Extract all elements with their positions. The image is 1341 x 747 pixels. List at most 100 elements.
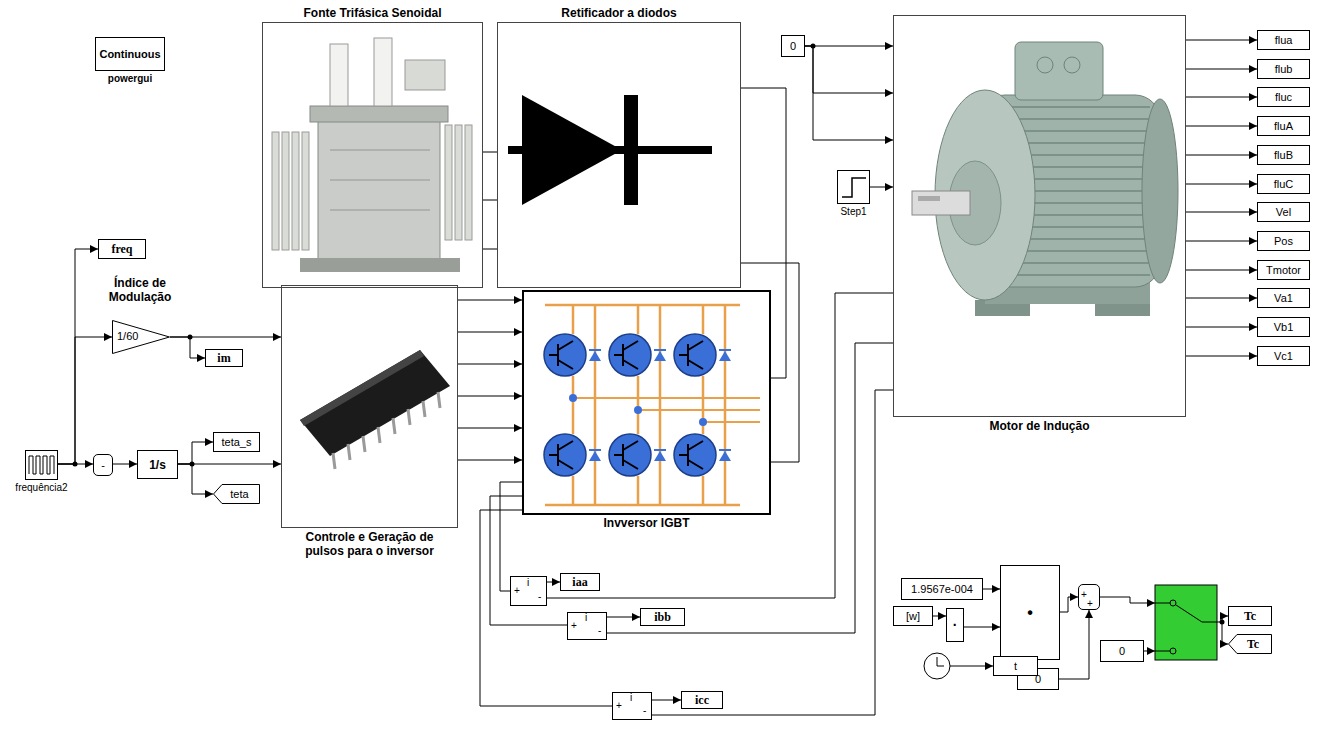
constant-block: 0 [1100,640,1144,662]
signal-line [964,627,1000,628]
block-label: · [953,617,958,633]
product-block: • [1000,565,1060,660]
from-tag: [w] [893,606,933,626]
source-icons [924,653,950,679]
igbt-bridge-illustration [719,450,731,461]
igbt-bridge-illustration [589,350,601,361]
igbt-bridge-illustration [654,450,666,461]
signal-line [58,464,93,465]
igbt-bridge-illustration [544,305,760,505]
signal-line [178,464,213,494]
goto-tag: Pos [1257,231,1310,251]
signal-line [870,187,893,188]
goto-tag: flua [1257,30,1310,50]
layout-wires [1217,616,1228,622]
signal-line [178,464,281,465]
signal-line [458,300,522,301]
igbt-bridge-illustration [569,394,577,402]
signal-line [483,152,497,153]
current-measurement: +i- [612,692,652,720]
signal-line [1186,298,1257,299]
signal-line [1186,69,1257,70]
annotation-label: Índice de Modulação [96,276,184,305]
signal-line [607,617,640,618]
block-label: Vb1 [1274,321,1294,333]
block-label: flua [1275,34,1293,46]
motor-illustration [918,196,940,201]
block-label: teta [230,488,248,500]
from-tag: Tc [1228,634,1272,654]
signal-line [1186,241,1257,242]
block-label: + [571,621,577,631]
block-label: fluC [1274,178,1294,190]
layout-wires [950,666,993,667]
gain-triangle [113,321,170,354]
block-label: im [217,351,230,366]
switch-block [1155,585,1217,660]
igbt-bridge-illustration [544,434,586,476]
signal-line [1186,126,1257,127]
igbt-bridge-illustration [719,350,731,361]
signal-line [500,482,522,591]
source-block: Fonte Trifásica Senoidal [262,22,483,288]
goto-tag: teta_s [213,432,260,452]
block-label: teta_s [222,436,252,448]
source-icons [29,178,950,679]
signal-line [933,616,946,617]
rectifier-block: Retificador a diodos [497,22,741,288]
constant-block: 1.9567e-004 [901,578,983,600]
block-label: fluA [1274,120,1293,132]
block-label: Pos [1274,235,1293,247]
diode-symbol [624,95,638,205]
signal-line [1186,97,1257,98]
igbt-bridge-illustration [573,398,760,422]
motor-illustration [912,42,1178,316]
transformer-illustration [318,118,440,260]
block-label: - [643,706,646,716]
igbt-bridge-illustration [573,305,595,505]
block-label: frequência2 [15,482,67,493]
block-label: 0 [790,40,796,52]
chip-illustration [300,350,450,469]
source-icons [842,178,866,197]
goto-tag: Vel [1257,202,1310,222]
signal-line [1186,356,1257,357]
block-label: Va1 [1274,292,1293,304]
motor-illustration [912,191,970,215]
powergui-block: Continuouspowergui [95,37,165,71]
goto-tag: iaa [560,573,600,591]
block-label: Vc1 [1274,350,1293,362]
gain-block: 1/60 [112,320,170,354]
block-label: [w] [906,610,920,622]
transformer-illustration [465,125,472,240]
signal-line [805,46,893,47]
goto-tag: t [993,656,1038,676]
igbt-bridge-illustration [703,305,725,505]
layout-wires [1144,651,1155,652]
chip-illustration [300,350,424,426]
signal-line [1186,184,1257,185]
diode-symbol [522,95,622,205]
block-label: 1.9567e-004 [911,583,973,595]
transformer-illustration [272,38,472,272]
transformer-illustration [300,258,460,272]
signal-line [178,442,213,464]
transformer-illustration [455,125,462,240]
block-label: - [101,459,105,471]
switch-block [1155,603,1217,651]
signal-line [490,496,567,625]
block-label: - [598,626,601,636]
goto-tag: Tc [1228,606,1272,626]
goto-tag: flub [1257,59,1310,79]
signal-line [741,88,786,378]
product-block: · [946,608,964,642]
signal-line [113,464,137,465]
block-label: i [527,578,529,588]
motor-illustration [1037,57,1053,73]
block-label: icc [695,693,709,708]
signal-line [652,700,681,701]
igbt-bridge-illustration [674,434,716,476]
constant-block: 0 [781,35,805,57]
tag-pentagon [1229,635,1272,654]
